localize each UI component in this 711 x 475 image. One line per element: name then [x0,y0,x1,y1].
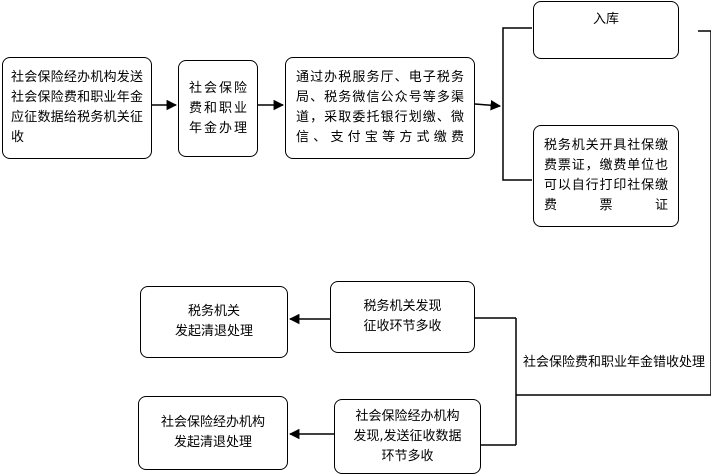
origin-agency-box: 社会保险经办机构发送社会保险费和职业年金应征数据给税务机关征收 [2,57,152,159]
arrow-channels-to-bracket [474,100,502,111]
tax-finds-box: 税务机关发现 征收环节多收 [330,281,475,353]
origin-agency-text: 社会保险经办机构发送社会保险费和职业年金应征数据给税务机关征收 [11,70,143,145]
types-text: 社会保险费和职业年金办理 [189,80,247,136]
tax-refund-text: 税务机关 发起清退处理 [174,304,253,339]
bracket-line [502,27,532,181]
channels-box: 通过办税服务厅、电子税务局、税务微信公众号等多渠道，采取委托银行划缴、微信、支付… [285,57,475,159]
tax-refund-box: 税务机关 发起清退处理 [140,286,288,358]
agency-finds-box: 社会保险经办机构 发现,发送征收数据 环节多收 [334,399,481,474]
certificate-text: 税务机关开具社保缴费票证，缴费单位也可以自行打印社保缴费票证 [544,138,668,213]
channels-text: 通过办税服务厅、电子税务局、税务微信公众号等多渠道，采取委托银行划缴、微信、支付… [296,70,464,145]
agency-refund-box: 社会保险经办机构 发起清退处理 [138,396,288,470]
edge-label: 社会保险费和职业年金错收处理 [523,355,706,370]
agency-refund-text: 社会保险经办机构 发起清退处理 [160,415,265,450]
certificate-box: 税务机关开具社保缴费票证，缴费单位也可以自行打印社保缴费票证 [533,125,679,227]
types-box: 社会保险费和职业年金办理 [178,60,258,157]
warehousing-box: 入库 [533,1,679,59]
tax-finds-text: 税务机关发现 征收环节多收 [363,299,442,334]
agency-finds-text: 社会保险经办机构 发现,发送征收数据 环节多收 [353,408,462,464]
warehousing-text: 入库 [592,12,619,27]
right-edge-line [516,30,711,396]
